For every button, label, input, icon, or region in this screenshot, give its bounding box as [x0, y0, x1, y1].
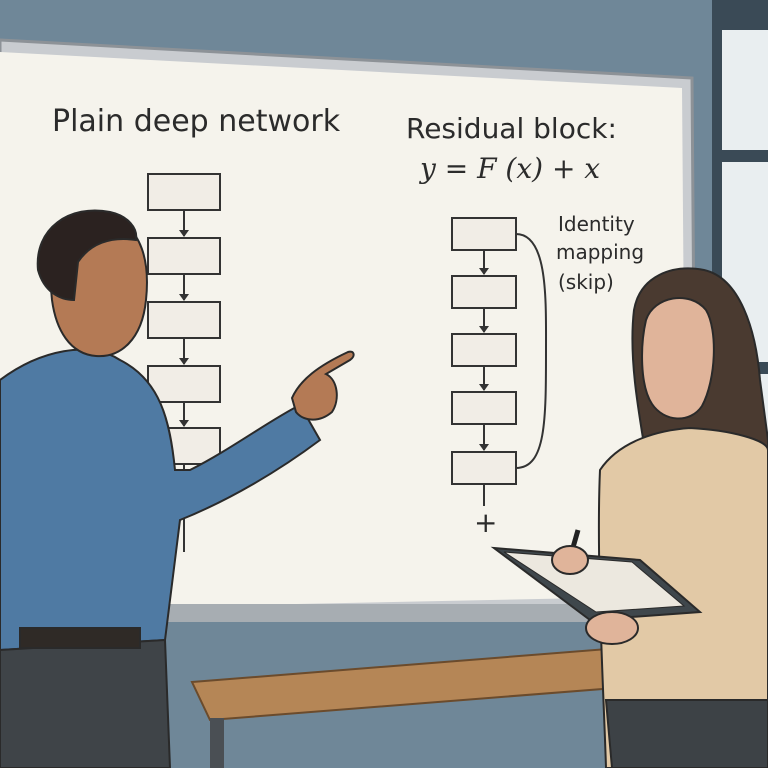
man-belt [19, 627, 141, 649]
residual-layer-1 [451, 217, 517, 251]
residual-formula: y = F (x) + x [420, 152, 601, 185]
residual-arrowheads [479, 268, 489, 451]
man-pointing-hand [290, 350, 355, 421]
plain-layer-3 [147, 301, 221, 339]
skip-connection [515, 233, 548, 469]
skip-label-line-2: mapping [556, 240, 645, 264]
residual-layer-5 [451, 451, 517, 485]
residual-block-diagram [451, 217, 548, 506]
residual-layer-3 [451, 333, 517, 367]
woman-holding-hand [585, 611, 639, 645]
residual-layer-4 [451, 391, 517, 425]
plain-arrowheads [179, 230, 189, 427]
skip-label-line-3: (skip) [558, 270, 614, 294]
residual-layer-2 [451, 275, 517, 309]
woman-pants [604, 699, 768, 768]
man-presenter [0, 209, 355, 768]
man-hair [36, 209, 138, 302]
residual-block-title: Residual block: [406, 112, 617, 145]
woman-writing-hand [551, 545, 589, 575]
plain-layer-1 [147, 173, 221, 211]
plain-network-title: Plain deep network [52, 104, 341, 139]
skip-label-line-1: Identity [558, 212, 635, 236]
plain-layer-2 [147, 237, 221, 275]
plain-layer-4 [147, 365, 221, 403]
woman-face [641, 296, 715, 420]
man-pants [0, 638, 172, 768]
marker-tray [0, 604, 700, 622]
residual-add-symbol: + [474, 506, 497, 539]
woman-listener [490, 267, 768, 768]
notebook-pages [503, 551, 686, 613]
